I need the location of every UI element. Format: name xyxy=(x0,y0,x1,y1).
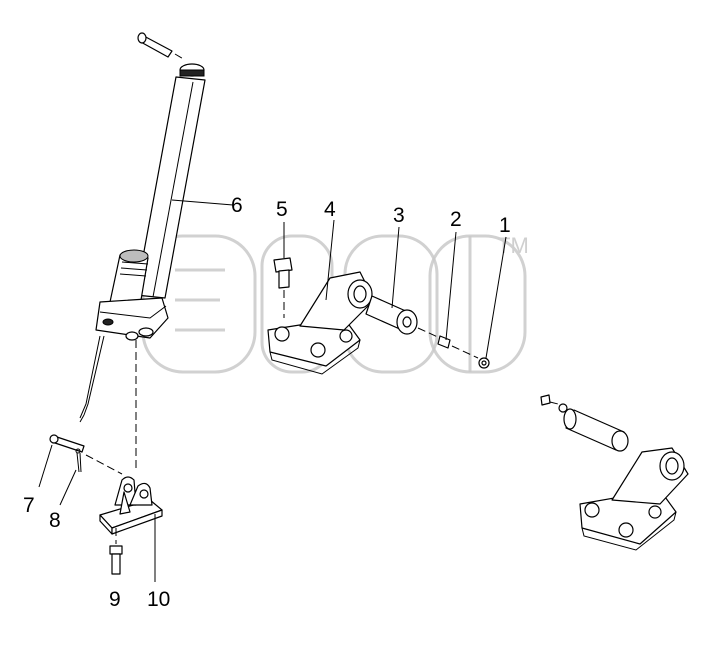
part-7-clevis-pin xyxy=(49,434,123,475)
callout-8: 8 xyxy=(49,509,61,532)
part-2-screw xyxy=(437,335,479,359)
callout-6: 6 xyxy=(231,194,243,217)
leader-lines xyxy=(38,199,507,582)
callout-3: 3 xyxy=(393,204,405,227)
part-9-bolt xyxy=(109,528,123,575)
watermark-trademark: TM xyxy=(497,233,529,258)
callout-10: 10 xyxy=(147,588,170,611)
assembled-view xyxy=(540,394,689,551)
callout-9: 9 xyxy=(109,588,121,611)
callout-1: 1 xyxy=(499,214,511,237)
part-1-nut xyxy=(478,357,490,369)
part-6-cylinder xyxy=(79,32,206,423)
part-4-support xyxy=(267,271,375,375)
part-10-bracket xyxy=(99,476,163,535)
part-8-cotter-pin xyxy=(75,448,82,473)
watermark-logo: TM xyxy=(141,233,529,374)
callout-4: 4 xyxy=(324,198,336,221)
callout-2: 2 xyxy=(450,208,462,231)
part-3-shaft xyxy=(365,295,441,339)
part-5-bolt xyxy=(273,257,293,318)
callout-7: 7 xyxy=(23,494,35,517)
callout-5: 5 xyxy=(276,198,288,221)
